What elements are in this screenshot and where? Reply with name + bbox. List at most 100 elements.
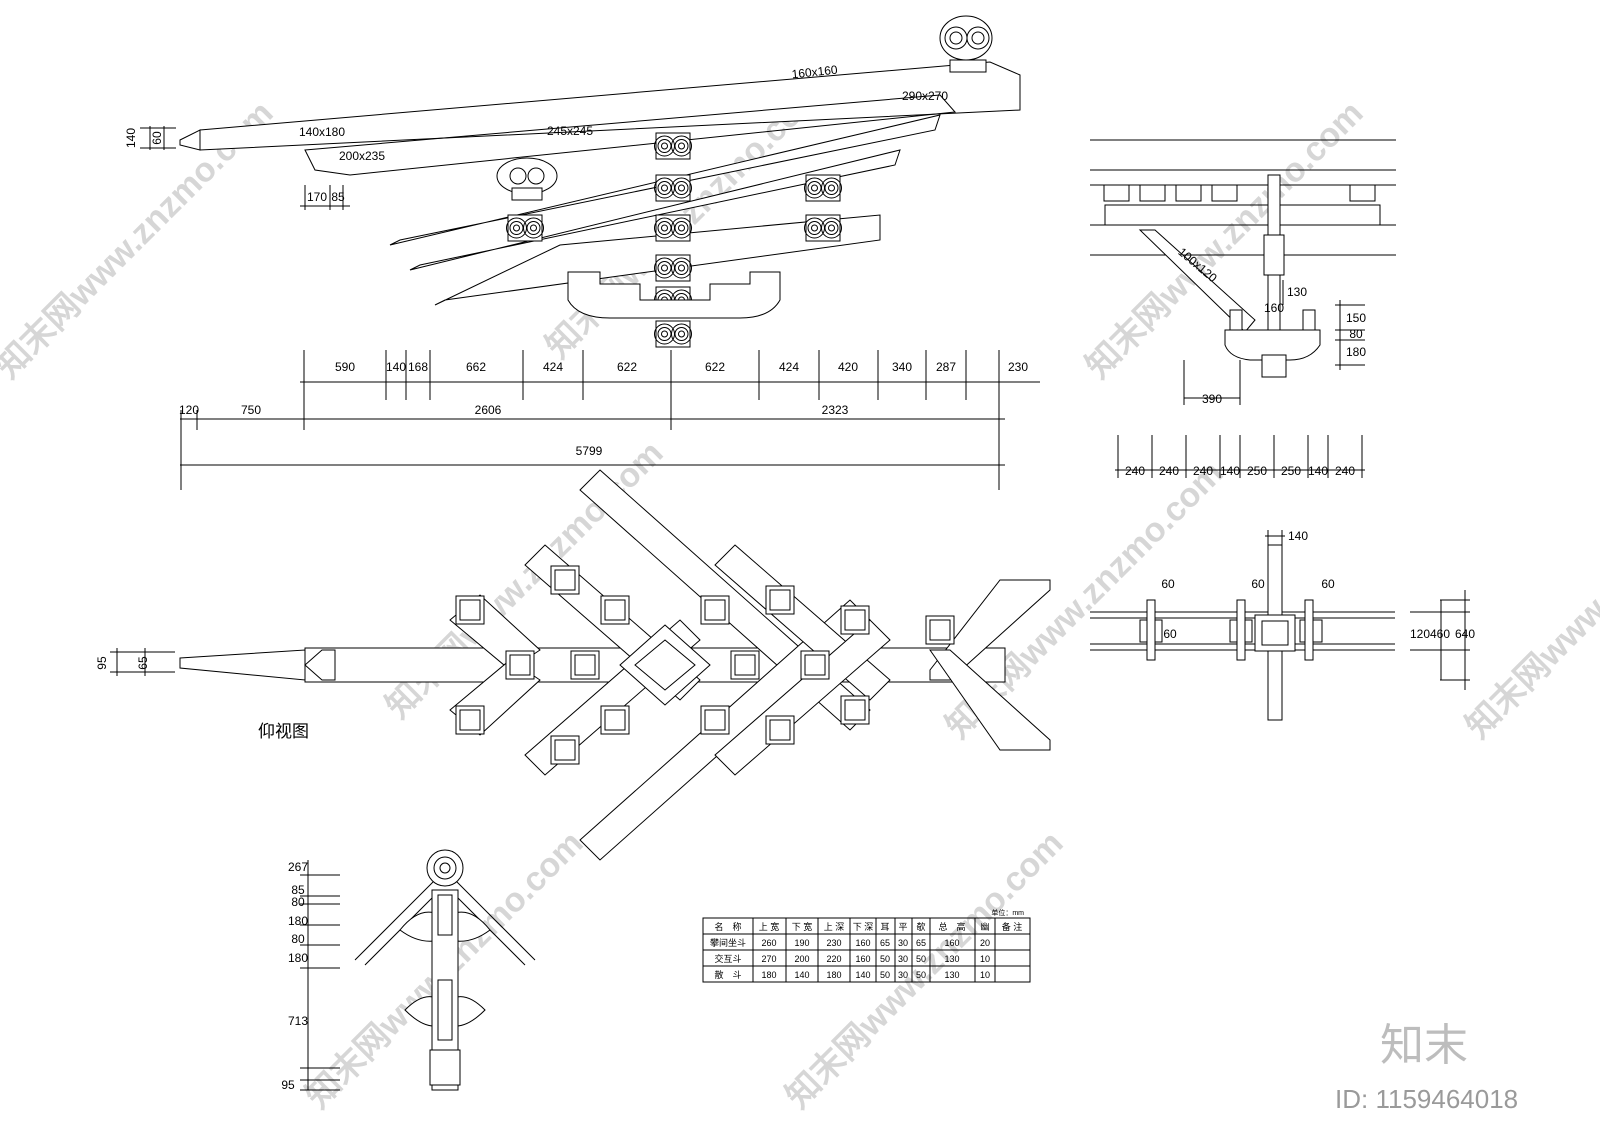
- base-bracket: [567, 271, 781, 319]
- dim-label: 230: [1008, 360, 1028, 374]
- dim-label: 168: [408, 360, 428, 374]
- table-cell: 65: [880, 938, 890, 948]
- table-header-row: 名 称 上 宽 下 宽 上 深 下 深 耳 平 欹 总 高 幽 备 注: [714, 921, 1022, 932]
- table-cell: 140: [794, 970, 809, 980]
- section-rosette: [426, 849, 464, 887]
- table-cell: 30: [898, 954, 908, 964]
- dim-label: 240: [1335, 464, 1355, 478]
- table-row: 攀间坐斗 260 190 230 160 65 30 65 160 20: [710, 937, 990, 948]
- table-header: 名 称: [714, 921, 741, 932]
- small-plan-view: 140 60 60 60 60 120 460 640: [1090, 529, 1475, 721]
- dim-label: 140: [1220, 464, 1240, 478]
- dim-label: 287: [936, 360, 956, 374]
- dim-label: 240: [1159, 464, 1179, 478]
- table-cell: 260: [761, 938, 776, 948]
- table-header: 上 宽: [759, 921, 780, 932]
- dim-label: 240: [1193, 464, 1213, 478]
- table-header: 下 宽: [792, 921, 813, 932]
- table-cell: 130: [944, 954, 959, 964]
- dim-label: 240: [1125, 464, 1145, 478]
- table-cell: 200: [794, 954, 809, 964]
- dim-label: 750: [241, 403, 261, 417]
- table-header: 上 深: [824, 922, 845, 932]
- watermark-text: 知末网www.znzmo.com: [1459, 454, 1600, 746]
- dim-label: 267: [288, 860, 308, 874]
- table-cell: 270: [761, 954, 776, 964]
- table-cell: 160: [855, 954, 870, 964]
- table-header: 耳: [880, 922, 889, 932]
- size-label: 140x180: [299, 125, 345, 139]
- table-cell: 50: [880, 970, 890, 980]
- plan-view: 95 65 仰视图: [95, 469, 1051, 861]
- table-cell: 10: [980, 970, 990, 980]
- dim-label: 170: [307, 190, 327, 204]
- dim-label: 590: [335, 360, 355, 374]
- table-cell: 50: [916, 954, 926, 964]
- dim-label: 160: [1264, 301, 1284, 315]
- dim-label: 85: [291, 883, 305, 897]
- table-header: 下 深: [853, 922, 874, 932]
- dim-label: 713: [288, 1014, 308, 1028]
- dim-label: 424: [543, 360, 563, 374]
- table-cell: 30: [898, 938, 908, 948]
- dim-label: 140: [386, 360, 406, 374]
- arm-200x235: [304, 94, 957, 176]
- table-cell: 140: [855, 970, 870, 980]
- table-cell: 130: [944, 970, 959, 980]
- head-block: [496, 157, 558, 201]
- table-cell: 30: [898, 970, 908, 980]
- brand-logo: 知末: [1380, 1021, 1468, 1070]
- dim-label: 95: [95, 656, 109, 670]
- table-cell: 220: [826, 954, 841, 964]
- table-cell: 交互斗: [714, 953, 741, 964]
- dim-label: 2606: [475, 403, 502, 417]
- dim-label: 340: [892, 360, 912, 374]
- end-rosette: [939, 15, 993, 73]
- plan-view-title: 仰视图: [258, 722, 309, 741]
- dim-label: 180: [288, 951, 308, 965]
- table-cell: 10: [980, 954, 990, 964]
- table-cell: 50: [880, 954, 890, 964]
- dim-label: 250: [1281, 464, 1301, 478]
- table-cell: 50: [916, 970, 926, 980]
- spec-table: 单位：mm 名 称 上 宽 下 宽 上 深 下 深 耳 平 欹 总 高: [702, 908, 1031, 983]
- dim-label: 130: [1287, 285, 1307, 299]
- dim-label: 60: [1161, 577, 1175, 591]
- dim-label: 65: [136, 656, 150, 670]
- dim-label: 250: [1247, 464, 1267, 478]
- dim-label: 424: [779, 360, 799, 374]
- dim-label: 180: [1346, 345, 1366, 359]
- diagonal-brace: [1138, 229, 1256, 333]
- table-header: 平: [898, 922, 907, 932]
- table-cell: 180: [826, 970, 841, 980]
- dim-label: 120: [179, 403, 199, 417]
- dim-label: 460: [1430, 627, 1450, 641]
- dim-total: 5799: [576, 444, 603, 458]
- size-label: 245x245: [547, 124, 593, 138]
- table-header: 总 高: [938, 921, 965, 932]
- dim-label: 60: [1321, 577, 1335, 591]
- dim-label: 622: [705, 360, 725, 374]
- image-id: ID: 1159464018: [1335, 1084, 1518, 1114]
- dim-label: 662: [466, 360, 486, 374]
- table-row: 散 斗 180 140 180 140 50 30 50 130 10: [714, 969, 990, 980]
- dim-label: 60: [150, 131, 164, 145]
- table-header: 备 注: [1002, 921, 1023, 932]
- dim-label: 80: [291, 895, 305, 909]
- dim-label: 180: [288, 914, 308, 928]
- table-cell: 190: [794, 938, 809, 948]
- dim-label: 60: [1251, 577, 1265, 591]
- dim-label: 390: [1202, 392, 1222, 406]
- dim-label: 640: [1455, 627, 1475, 641]
- table-header: 欹: [916, 921, 925, 932]
- center-diamond: [619, 624, 711, 706]
- size-label: 200x235: [339, 149, 385, 163]
- dim-label: 140: [1308, 464, 1328, 478]
- table-unit: 单位：mm: [991, 908, 1024, 917]
- dim-label: 85: [331, 190, 345, 204]
- dim-label: 80: [1349, 327, 1363, 341]
- dim-label: 120: [1410, 627, 1430, 641]
- table-cell: 230: [826, 938, 841, 948]
- table-row: 交互斗 270 200 220 160 50 30 50 130 10: [714, 953, 990, 964]
